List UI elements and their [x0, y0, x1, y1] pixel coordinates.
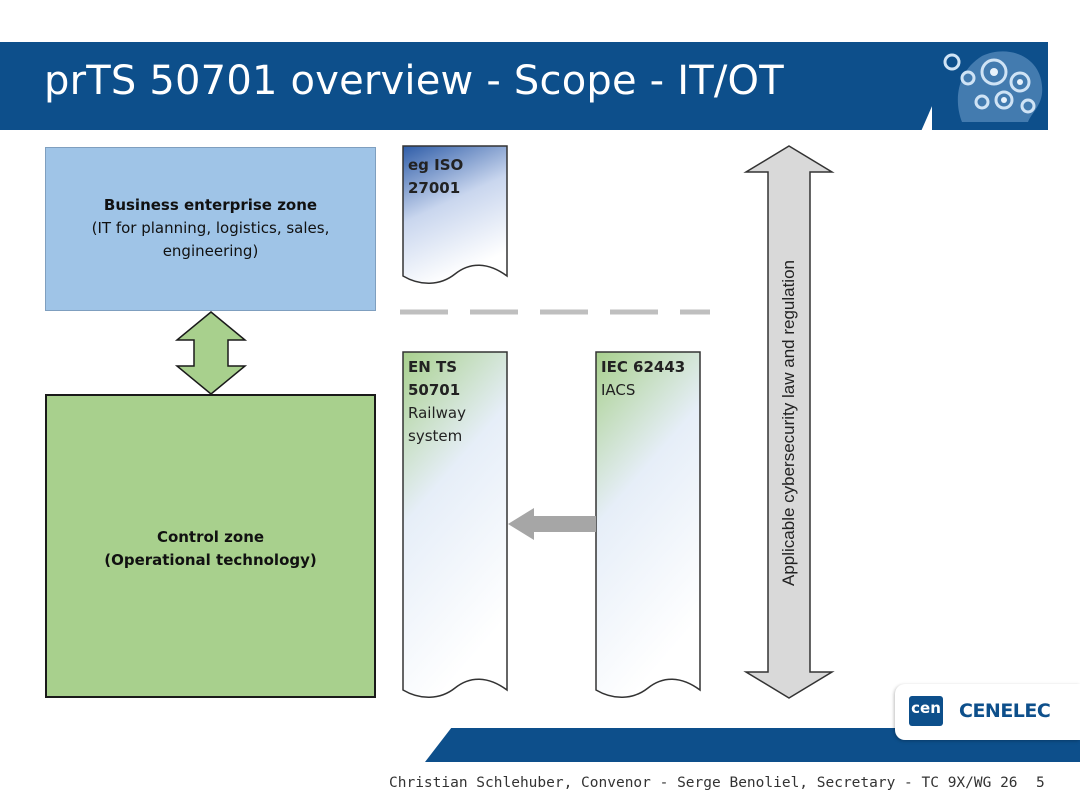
cenelec-logo: cen CENELEC [895, 684, 1080, 740]
ents-document-shape [402, 351, 508, 698]
title-banner [0, 42, 960, 130]
iso-standard-label: eg ISO 27001 [408, 156, 464, 197]
page-number: 5 [1036, 775, 1045, 791]
ents-name-line1: EN TS [408, 358, 458, 376]
cen-logo-mark: cen [909, 696, 943, 726]
footer-credits: Christian Schlehuber, Convenor - Serge B… [389, 775, 1018, 791]
ents-desc-line2: system [408, 427, 463, 445]
control-zone-title: Control zone [156, 528, 265, 546]
iso-document-shape [402, 145, 508, 284]
ents-desc-line1: Railway [408, 404, 466, 422]
business-zone-subtitle: (IT for planning, logistics, sales, engi… [91, 219, 330, 260]
iec-standard-label: IEC 62443 IACS [601, 356, 696, 402]
zone-link-arrow [174, 311, 248, 395]
cenelec-logo-text: CENELEC [959, 700, 1051, 722]
reference-arrow [508, 508, 596, 540]
gears-head-icon [932, 42, 1048, 130]
business-zone-title: Business enterprise zone [103, 196, 318, 214]
control-zone-subtitle: (Operational technology) [104, 551, 317, 569]
ents-standard-label: EN TS 50701 Railway system [408, 356, 503, 448]
control-zone: Control zone (Operational technology) [45, 394, 376, 698]
iec-document-shape [595, 351, 701, 698]
business-enterprise-zone: Business enterprise zone (IT for plannin… [45, 147, 376, 311]
ents-name-line2: 50701 [408, 381, 461, 399]
cybersecurity-law-label: Applicable cybersecurity law and regulat… [779, 260, 798, 587]
slide-title: prTS 50701 overview - Scope - IT/OT [44, 58, 784, 104]
iec-name: IEC 62443 [601, 358, 686, 376]
iec-desc: IACS [601, 381, 636, 399]
scope-double-arrow [743, 145, 835, 699]
